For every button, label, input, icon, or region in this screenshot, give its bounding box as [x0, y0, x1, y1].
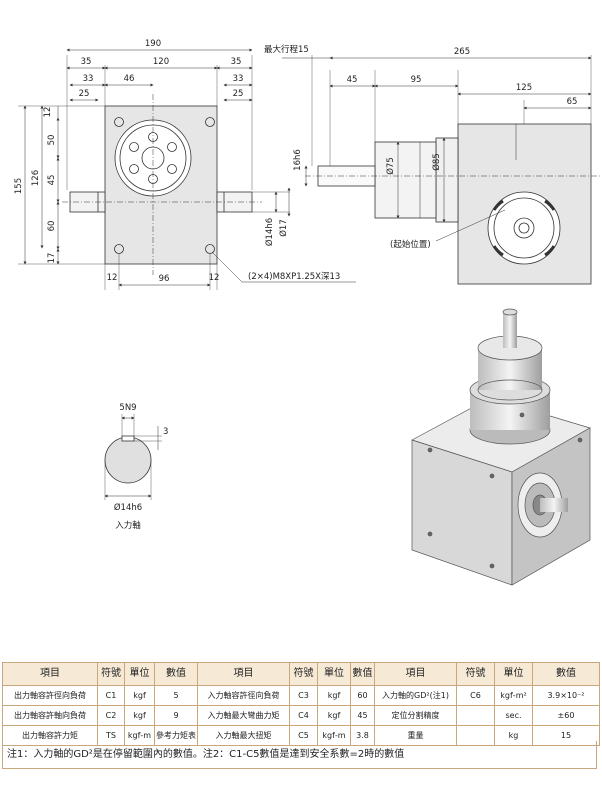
header-item-2: 項目: [197, 662, 290, 686]
header-symbol-1: 符號: [97, 662, 125, 686]
dim-side-95: 95: [411, 75, 422, 85]
dim-v-60: 60: [47, 221, 57, 232]
table-header-row: 項目 符號 單位 數值 項目 符號 單位 數值 項目 符號 單位 數值: [2, 662, 600, 686]
key-depth-label: 3: [163, 427, 168, 437]
table-row: 出力軸容許軸向負荷 C2 kgf 9 入力軸最大彎曲力矩 C4 kgf 45 定…: [2, 705, 600, 726]
dim-v-17: 17: [47, 253, 57, 264]
table-cell: 5: [154, 685, 198, 706]
dim-shaft-dia: Ø14h6: [264, 218, 275, 246]
dim-v-155: 155: [14, 178, 24, 194]
table-cell: 45: [350, 705, 375, 726]
header-symbol-2: 符號: [289, 662, 318, 686]
table-cell: C3: [289, 685, 318, 706]
table-row: 出力軸容許力矩 TS kgf‑m 參考力矩表 入力軸最大扭矩 C5 kgf‑m …: [2, 725, 600, 746]
technical-drawing: 190 120 35 35 33 46 25 25 33 12 50 45 15…: [14, 39, 600, 586]
input-shaft-caption: 入力軸: [115, 520, 141, 531]
table-cell: [456, 705, 495, 726]
shaft-section: [104, 414, 162, 500]
dim-v-12: 12: [43, 107, 53, 118]
dim-side-65: 65: [567, 97, 578, 107]
table-cell: kgf: [124, 685, 155, 706]
side-view-labels: 最大行程15 265 45 95 125 65 16h6 Ø75 Ø85 (起始…: [264, 44, 577, 250]
header-value-1: 數值: [154, 662, 198, 686]
header-unit-1: 單位: [124, 662, 155, 686]
dim-bottom-96: 96: [159, 274, 170, 284]
dim-max-stroke: 最大行程15: [264, 44, 309, 55]
spec-table: 項目 符號 單位 數值 項目 符號 單位 數值 項目 符號 單位 數值 出力軸容…: [2, 662, 600, 746]
table-cell: C1: [97, 685, 125, 706]
table-cell: 定位分割精度: [374, 705, 457, 726]
table-cell: kgf: [317, 705, 351, 726]
isometric-product-image: [411, 308, 591, 586]
table-cell: 入力軸的GD²(注1): [374, 685, 457, 706]
front-view: [18, 48, 356, 290]
shaft-diameter-label: Ø14h6: [114, 502, 142, 513]
table-cell: kgf: [317, 685, 351, 706]
spec-table-wrapper: 項目 符號 單位 數值 項目 符號 單位 數值 項目 符號 單位 數值 出力軸容…: [2, 662, 600, 746]
table-cell: 3.9×10⁻²: [532, 685, 600, 706]
dim-side-125: 125: [516, 83, 532, 93]
table-cell: 重量: [374, 725, 457, 746]
table-cell: 15: [532, 725, 600, 746]
dim-left-33: 33: [83, 74, 94, 84]
header-unit-2: 單位: [317, 662, 351, 686]
table-cell: 入力軸最大扭矩: [197, 725, 290, 746]
dim-body-width: 120: [153, 57, 169, 67]
keyway-label: 5N9: [119, 403, 136, 413]
table-cell: kgf: [124, 705, 155, 726]
front-view-labels: 190 120 35 35 33 46 25 25 33 12 50 45 15…: [14, 39, 340, 284]
header-item-3: 項目: [374, 662, 457, 686]
table-cell: 入力軸容許徑向負荷: [197, 685, 290, 706]
dim-right-35: 35: [231, 57, 242, 67]
dim-v-126: 126: [31, 170, 41, 186]
dim-bottom-12-left: 12: [107, 273, 118, 283]
dim-v-45: 45: [47, 175, 57, 186]
dim-dia-85: Ø85: [431, 153, 442, 171]
table-cell: kgf‑m²: [494, 685, 533, 706]
dim-shaft-dia-17: Ø17: [278, 219, 289, 237]
dim-overall-width: 190: [145, 39, 161, 49]
header-item-1: 項目: [2, 662, 98, 686]
table-cell: ±60: [532, 705, 600, 726]
table-cell: 出力軸容許徑向負荷: [2, 685, 98, 706]
table-cell: kg: [494, 725, 533, 746]
table-cell: 出力軸容許力矩: [2, 725, 98, 746]
dim-left-35: 35: [81, 57, 92, 67]
table-cell: 60: [350, 685, 375, 706]
table-cell: 入力軸最大彎曲力矩: [197, 705, 290, 726]
dim-v-50: 50: [47, 135, 57, 146]
table-cell: 出力軸容許軸向負荷: [2, 705, 98, 726]
header-value-3: 數值: [532, 662, 600, 686]
table-footnote: 注1：入力軸的GD²是在停留範圍內的數值。注2：C1‑C5數值是達到安全系數=2…: [2, 741, 597, 769]
dim-side-45: 45: [347, 75, 358, 85]
shaft-section-labels: 5N9 3 Ø14h6 入力軸: [114, 403, 169, 531]
header-value-2: 數值: [350, 662, 375, 686]
header-symbol-3: 符號: [456, 662, 495, 686]
dim-bottom-12-right: 12: [209, 273, 220, 283]
side-view: [282, 55, 600, 285]
header-unit-3: 單位: [494, 662, 533, 686]
table-cell: C2: [97, 705, 125, 726]
dim-left-46: 46: [124, 74, 135, 84]
table-cell: C4: [289, 705, 318, 726]
dim-right-25: 25: [233, 89, 244, 99]
hole-note: (2×4)M8XP1.25X深13: [248, 272, 340, 282]
table-cell: 9: [154, 705, 198, 726]
table-row: 出力軸容許徑向負荷 C1 kgf 5 入力軸容許徑向負荷 C3 kgf 60 入…: [2, 685, 600, 706]
start-position-label: (起始位置): [390, 239, 431, 250]
dim-shaft-16h6: 16h6: [293, 149, 303, 171]
dim-right-33: 33: [233, 74, 244, 84]
dim-dia-75: Ø75: [385, 157, 396, 175]
table-cell: C6: [456, 685, 495, 706]
dim-left-25: 25: [79, 89, 90, 99]
table-cell: sec.: [494, 705, 533, 726]
dim-side-overall: 265: [454, 47, 470, 57]
